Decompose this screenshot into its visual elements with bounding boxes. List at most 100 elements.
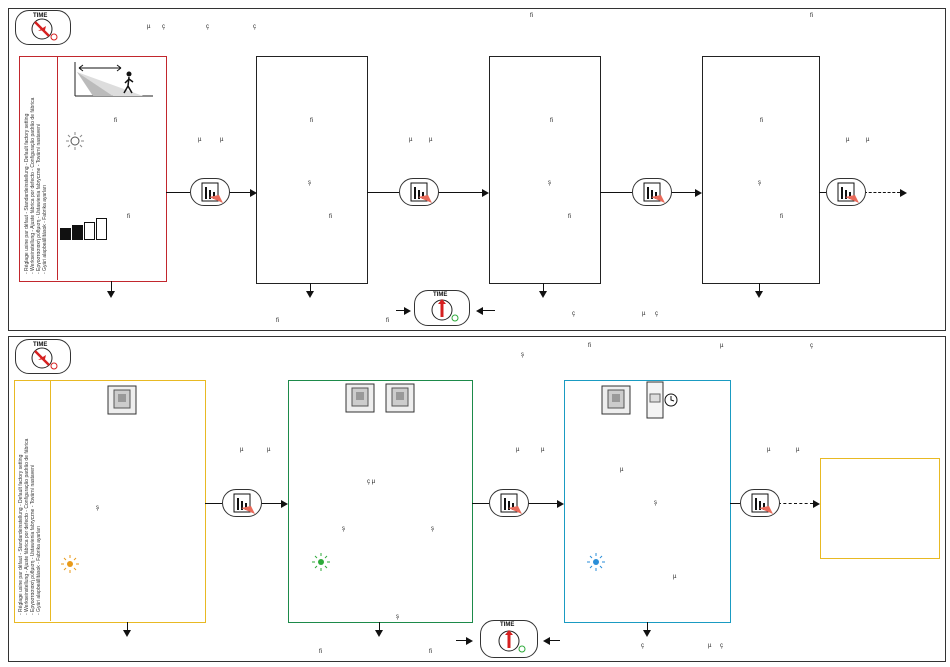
header-mark: ﬁ <box>810 13 813 19</box>
dial-label: TIME <box>500 622 515 628</box>
step-box <box>489 56 601 284</box>
press-button-icon <box>399 178 439 206</box>
flow-arrowhead <box>900 189 907 197</box>
header-mark: ﬁ <box>530 13 533 19</box>
text-mark: ç <box>572 311 575 317</box>
down-line <box>127 622 128 631</box>
factory-setting-text: - Réglage usine par défaut - Standardein… <box>24 97 48 274</box>
text-mark: ş <box>654 500 657 506</box>
text-mark: µ <box>796 447 800 453</box>
header-mark: ş <box>521 352 524 358</box>
flow-line-dashed <box>864 192 900 193</box>
flow-line <box>260 503 281 504</box>
text-mark: ﬁ <box>114 118 117 124</box>
down-line <box>647 622 648 631</box>
text-mark: ş <box>548 180 551 186</box>
down-arrowhead <box>539 291 547 298</box>
flow-arrowhead <box>557 500 564 508</box>
down-line <box>379 622 380 631</box>
wall-module-icon <box>385 383 415 413</box>
text-mark: ﬁ <box>276 318 279 324</box>
header-mark: ç <box>810 343 813 349</box>
wall-module-icon <box>601 385 631 415</box>
dial-label: TIME <box>33 13 48 19</box>
flow-arrowhead <box>543 637 550 645</box>
flow-line <box>472 503 489 504</box>
flow-line <box>456 640 466 641</box>
text-mark: ş <box>96 505 99 511</box>
text-mark: µ <box>866 137 870 143</box>
dial-label: TIME <box>433 292 448 298</box>
press-button-icon <box>632 178 672 206</box>
flow-arrowhead <box>466 637 473 645</box>
text-mark: µ <box>642 311 646 317</box>
text-mark: µ <box>516 447 520 453</box>
step-box <box>288 380 473 623</box>
flow-line <box>205 503 222 504</box>
flow-line-dashed <box>778 503 813 504</box>
down-arrowhead <box>643 630 651 637</box>
flow-line <box>819 192 826 193</box>
text-mark: µ <box>620 467 624 473</box>
down-arrowhead <box>755 291 763 298</box>
flow-line <box>437 192 483 193</box>
text-mark: µ <box>846 137 850 143</box>
timer-dial-icon: TIME <box>414 290 470 326</box>
timer-dial-icon: TIME <box>480 620 538 658</box>
led-light-icon <box>66 132 84 150</box>
wall-module-icon <box>345 383 375 413</box>
header-mark: µ <box>720 343 724 349</box>
down-arrowhead <box>306 291 314 298</box>
clock-icon <box>664 393 678 407</box>
down-arrowhead <box>123 630 131 637</box>
text-mark: µ <box>198 137 202 143</box>
down-line <box>759 283 760 292</box>
down-arrowhead <box>107 291 115 298</box>
header-mark: ç <box>162 24 165 30</box>
divider <box>57 57 58 280</box>
text-mark: ﬁ <box>550 118 553 124</box>
press-button-icon <box>740 489 780 517</box>
flow-arrowhead <box>695 189 702 197</box>
flow-line <box>483 310 495 311</box>
text-mark: ş <box>308 180 311 186</box>
text-mark: ﬁ <box>386 318 389 324</box>
text-mark: ﬁ <box>329 214 332 220</box>
flow-line <box>228 192 250 193</box>
text-mark: ﬁ <box>429 649 432 655</box>
sensor-beam-icon <box>74 62 153 97</box>
text-mark: ﬁ <box>127 214 130 220</box>
text-mark: ﬁ <box>319 649 322 655</box>
text-mark: ﬁ <box>760 118 763 124</box>
flow-line <box>396 310 404 311</box>
timer-dial-icon: TIME <box>15 10 71 45</box>
text-mark: ş <box>396 614 399 620</box>
flow-arrowhead <box>250 189 257 197</box>
din-rail-module-icon <box>646 381 664 419</box>
led-light-icon <box>61 555 79 573</box>
down-line <box>111 281 112 292</box>
text-mark: µ <box>429 137 433 143</box>
text-mark: µ <box>220 137 224 143</box>
text-mark: µ <box>708 643 712 649</box>
flow-arrowhead <box>482 189 489 197</box>
flow-arrowhead <box>813 500 820 508</box>
step-box <box>820 458 940 559</box>
flow-line <box>600 192 632 193</box>
divider <box>50 381 51 621</box>
header-mark: µ <box>147 24 151 30</box>
dial-label: TIME <box>33 342 48 348</box>
down-line <box>543 283 544 292</box>
press-button-icon <box>489 489 529 517</box>
flow-line <box>367 192 399 193</box>
text-mark: µ <box>541 447 545 453</box>
flow-line <box>730 503 740 504</box>
down-arrowhead <box>375 630 383 637</box>
down-line <box>310 283 311 292</box>
header-mark: ç <box>206 24 209 30</box>
factory-setting-text: - Réglage usine par défaut - Standardein… <box>18 438 42 615</box>
wall-module-icon <box>107 385 137 415</box>
text-mark: µ <box>240 447 244 453</box>
text-mark: ç µ <box>367 479 376 485</box>
text-mark: ş <box>431 526 434 532</box>
